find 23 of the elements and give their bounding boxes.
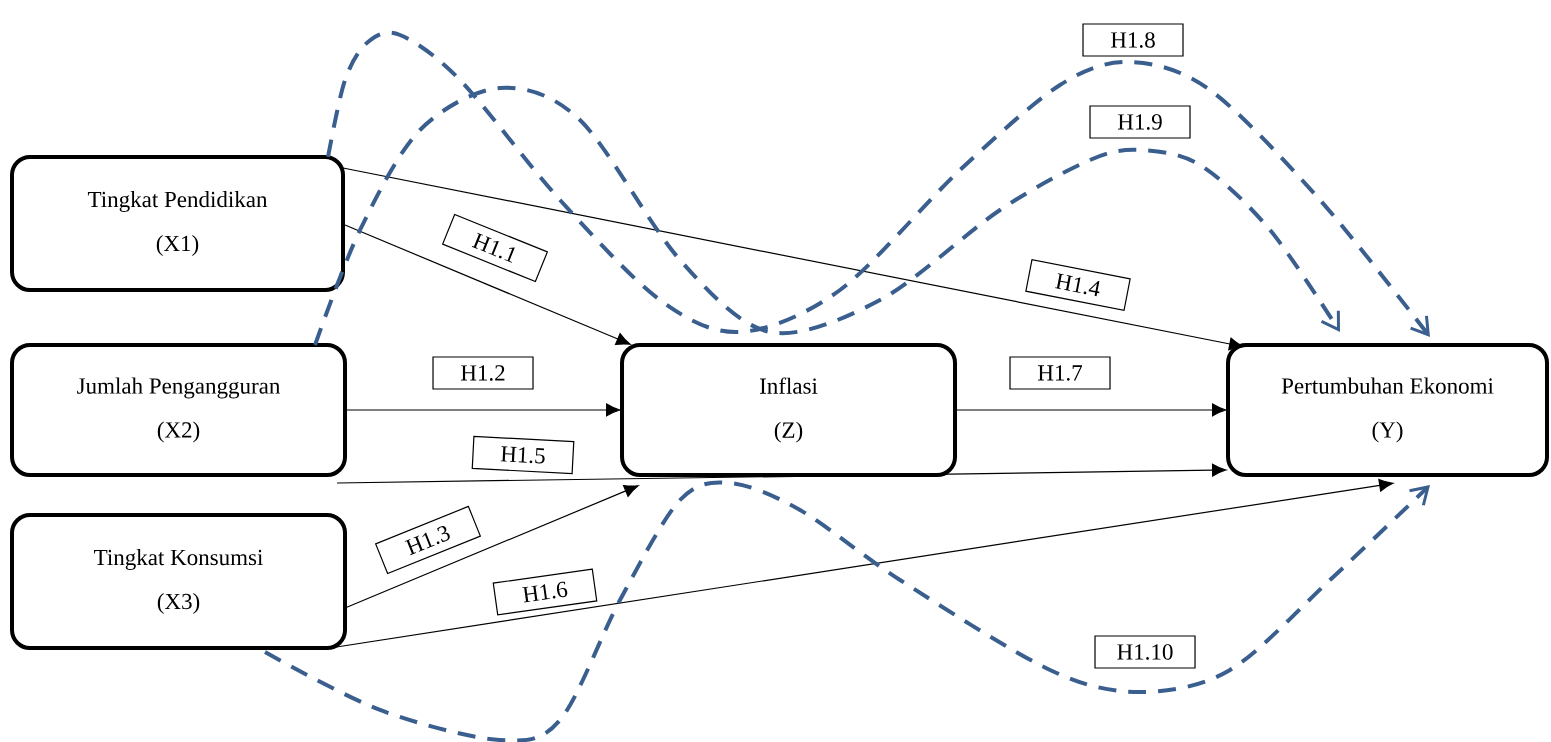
arrow xyxy=(336,463,1227,484)
variable-box: Pertumbuhan Ekonomi (Y) xyxy=(1226,343,1549,477)
dashed-arrow xyxy=(264,480,1430,742)
dashed-arrow xyxy=(313,85,1340,346)
edge-label: H1.7 xyxy=(1009,356,1111,390)
variable-box: Inflasi (Z) xyxy=(620,343,957,477)
variable-box: Jumlah Pengangguran (X2) xyxy=(10,343,347,477)
variable-box: Tingkat Pendidikan (X1) xyxy=(10,155,345,292)
edge-label: H1.10 xyxy=(1094,635,1196,669)
edge-label: H1.8 xyxy=(1082,23,1184,57)
dashed-arrow xyxy=(326,30,1430,337)
arrow xyxy=(344,403,621,417)
arrow xyxy=(344,484,639,609)
edge-label: H1.4 xyxy=(1025,259,1131,311)
arrow xyxy=(329,478,1394,649)
variable-box: Tingkat Konsumsi (X3) xyxy=(10,513,347,650)
arrow xyxy=(342,167,1244,351)
edge-label: H1.5 xyxy=(471,435,575,475)
arrow xyxy=(344,224,631,346)
edge-label: H1.6 xyxy=(492,568,598,616)
edge-label: H1.9 xyxy=(1089,105,1191,139)
edge-label: H1.2 xyxy=(432,356,534,390)
arrow xyxy=(954,403,1227,417)
